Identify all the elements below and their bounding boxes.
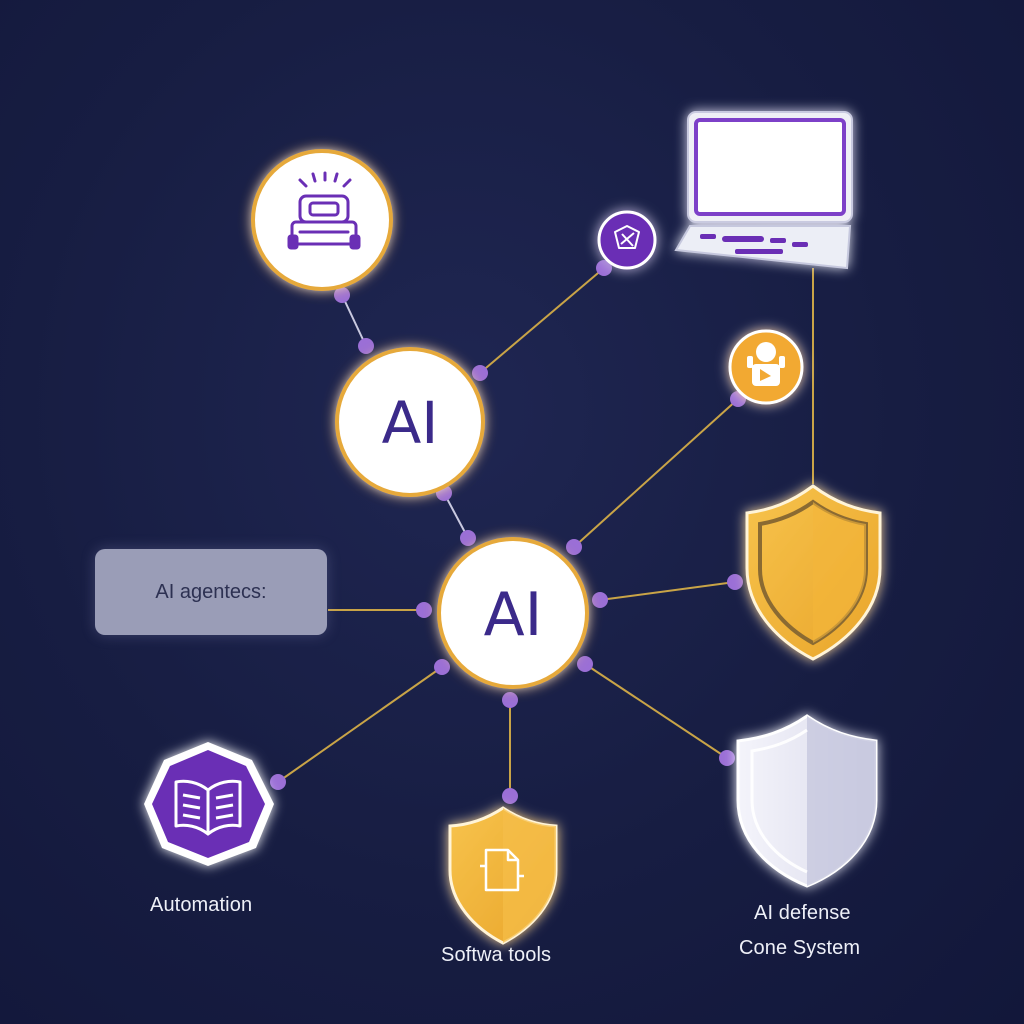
connector-dot: [596, 260, 612, 276]
connector-dot: [719, 750, 735, 766]
connector-dot: [416, 602, 432, 618]
ai-agents-input-text: AI agentecs:: [155, 580, 267, 603]
connector-dot: [358, 338, 374, 354]
connector-dot: [566, 539, 582, 555]
automation-label: Automation: [150, 894, 253, 916]
connector-dot: [270, 774, 286, 790]
book-node[interactable]: [144, 742, 274, 866]
connector-dot: [434, 659, 450, 675]
connector-upper-cube: [479, 267, 605, 374]
book-icon: [174, 779, 242, 836]
connector-upper-center: [443, 492, 469, 539]
software-tools-label: Softwa tools: [441, 944, 552, 966]
cube-icon: [614, 225, 640, 249]
ai-hub-center-label: AI: [484, 580, 543, 650]
computer-icon: [674, 111, 853, 270]
gold-shield-icon: [745, 484, 882, 661]
connector-center-goldshield: [599, 581, 736, 601]
gold-shield-node[interactable]: [745, 484, 882, 661]
document-shield-icon: [448, 806, 558, 945]
computer-node[interactable]: [674, 111, 853, 270]
cube-node[interactable]: [597, 210, 657, 270]
connector-dot: [472, 365, 488, 381]
silver-shield-node[interactable]: [736, 714, 878, 888]
ai-defense-label-line2: Cone System: [739, 937, 861, 959]
connector-dot: [502, 788, 518, 804]
connector-dots: [270, 260, 746, 804]
connector-dot: [334, 287, 350, 303]
ai-hub-upper-label: AI: [382, 389, 439, 457]
connector-center-book: [277, 666, 443, 783]
ai-hub-center[interactable]: AI: [437, 537, 589, 689]
silver-shield-icon: [736, 714, 878, 888]
connector-dot: [460, 530, 476, 546]
connector-dot: [502, 692, 518, 708]
connector-center-agent: [573, 398, 739, 548]
ai-agents-input[interactable]: AI agentecs:: [95, 549, 327, 635]
connector-lines: [277, 267, 814, 796]
support-agent-node[interactable]: [728, 329, 804, 405]
robot-icon: [287, 171, 361, 250]
connector-dot: [727, 574, 743, 590]
support-agent-icon: [747, 342, 785, 386]
ai-hub-upper[interactable]: AI: [335, 347, 485, 497]
connector-robot-upper: [341, 294, 367, 347]
connector-dot: [577, 656, 593, 672]
connector-center-silvershield: [584, 663, 728, 759]
ai-defense-label-line1: AI defense: [754, 902, 851, 924]
connector-dot: [592, 592, 608, 608]
document-shield-node[interactable]: [448, 806, 558, 945]
robot-node[interactable]: [251, 149, 393, 291]
